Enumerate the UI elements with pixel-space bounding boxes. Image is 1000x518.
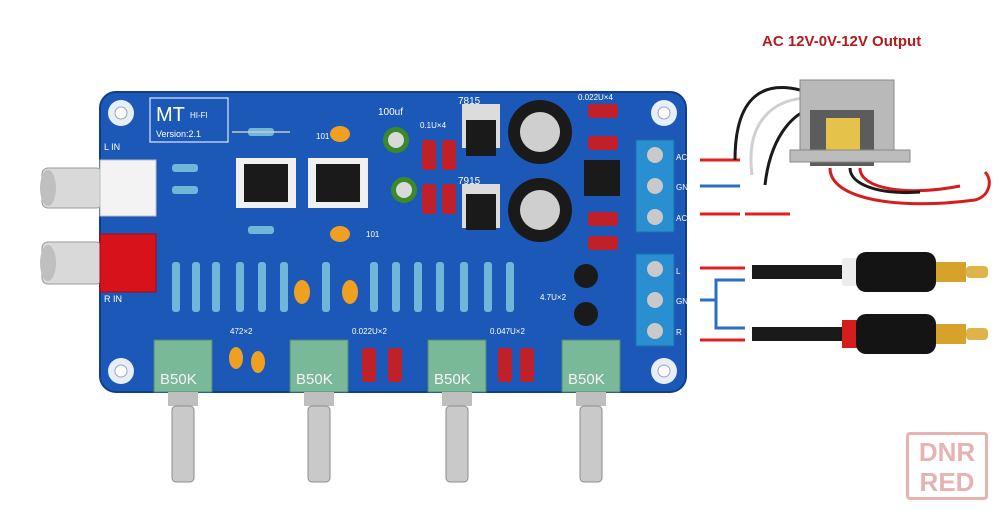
potentiometer-4[interactable]: B50K <box>561 339 621 483</box>
rca-jack-left-in[interactable] <box>40 159 157 217</box>
rca-jack-right-in[interactable] <box>40 233 157 293</box>
label-0047u: 0.047U×2 <box>490 327 525 336</box>
power-terminal-ac2: AC <box>676 214 687 223</box>
transformer-caption: AC 12V-0V-12V Output <box>762 33 922 50</box>
film-capacitor <box>442 184 456 214</box>
label-100uf: 100uf <box>378 107 403 118</box>
output-terminal-gnd: GND <box>676 297 694 306</box>
watermark-line-2: RED <box>919 467 975 497</box>
mount-hole <box>108 100 134 126</box>
pot-label-1: B50K <box>160 371 197 388</box>
power-terminal-gnd: GND <box>676 183 694 192</box>
power-wiring <box>700 158 790 216</box>
power-terminal-block[interactable] <box>635 139 675 233</box>
output-terminal-l: L <box>676 267 681 276</box>
film-capacitor <box>588 104 618 118</box>
film-capacitor <box>498 348 512 382</box>
film-capacitor <box>588 136 618 150</box>
pcb-board: MT HI-FI Version:2.1 L IN R IN 1 <box>40 91 694 393</box>
ceramic-capacitor <box>229 347 243 369</box>
resistor <box>248 226 274 234</box>
ceramic-capacitor <box>294 280 310 304</box>
electrolytic-capacitor <box>574 302 598 326</box>
voltage-regulator <box>462 184 500 230</box>
mount-hole <box>651 358 677 384</box>
film-capacitor <box>422 184 436 214</box>
mount-hole <box>108 358 134 384</box>
film-capacitor <box>588 236 618 250</box>
large-electrolytic-capacitor <box>508 178 572 242</box>
power-terminal-ac1: AC <box>676 153 687 162</box>
label-472: 472×2 <box>230 327 253 336</box>
film-capacitor <box>442 140 456 170</box>
film-capacitor <box>422 140 436 170</box>
film-capacitor <box>520 348 534 382</box>
film-capacitor <box>588 212 618 226</box>
resistor <box>232 128 290 136</box>
rca-plug-right <box>752 314 988 354</box>
rca-plug-left <box>752 252 988 292</box>
output-terminal-block[interactable] <box>635 253 675 347</box>
right-input-label: R IN <box>104 294 122 304</box>
ceramic-capacitor <box>342 280 358 304</box>
electrolytic-capacitor <box>574 264 598 288</box>
potentiometer-1[interactable]: B50K <box>153 339 213 483</box>
label-7915: 7915 <box>458 176 481 187</box>
label-101-top: 101 <box>316 132 330 141</box>
mount-hole <box>651 100 677 126</box>
opamp-chip <box>236 158 296 208</box>
watermark: DNR RED <box>906 432 988 500</box>
board-version: Version:2.1 <box>156 129 201 139</box>
label-101-bottom: 101 <box>366 230 380 239</box>
output-wiring <box>700 266 745 342</box>
resistor <box>172 186 198 194</box>
transformer <box>733 79 991 206</box>
rectifier <box>584 160 620 196</box>
pot-label-2: B50K <box>296 371 333 388</box>
output-terminal-r: R <box>676 328 682 337</box>
potentiometer-2[interactable]: B50K <box>289 339 349 483</box>
board-title: MT <box>156 104 185 126</box>
ceramic-capacitor <box>330 226 350 242</box>
film-capacitor <box>362 348 376 382</box>
resistor-array <box>172 262 514 312</box>
board-title-sub: HI-FI <box>190 111 208 120</box>
label-01u: 0.1U×4 <box>420 121 447 130</box>
watermark-line-1: DNR <box>918 437 976 467</box>
resistor <box>172 164 198 172</box>
large-electrolytic-capacitor <box>508 100 572 164</box>
label-0022u-top: 0.022U×4 <box>578 93 613 102</box>
electrolytic-capacitor <box>391 177 417 203</box>
potentiometer-3[interactable]: B50K <box>427 339 487 483</box>
ceramic-capacitor <box>330 126 350 142</box>
label-47u: 4.7U×2 <box>540 293 567 302</box>
opamp-chip <box>308 158 368 208</box>
label-7815: 7815 <box>458 96 481 107</box>
left-input-label: L IN <box>104 142 120 152</box>
pot-label-3: B50K <box>434 371 471 388</box>
film-capacitor <box>388 348 402 382</box>
ceramic-capacitor <box>251 351 265 373</box>
label-0022u-bottom: 0.022U×2 <box>352 327 387 336</box>
pot-label-4: B50K <box>568 371 605 388</box>
voltage-regulator <box>462 104 500 156</box>
electrolytic-capacitor <box>383 127 409 153</box>
